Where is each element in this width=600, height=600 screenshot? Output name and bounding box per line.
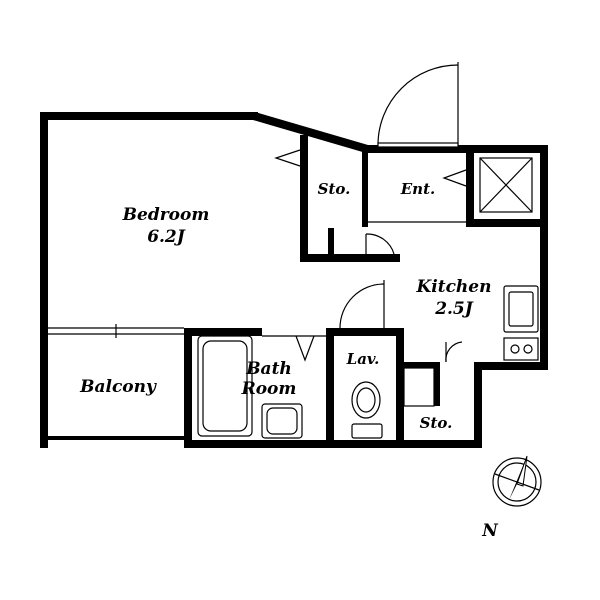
sink-icon — [503, 285, 539, 333]
walls — [40, 112, 548, 448]
bath-line2: Room — [241, 379, 297, 399]
entrance-door — [377, 62, 459, 148]
balcony-label: Balcony — [79, 377, 157, 397]
compass-north-label: N — [481, 521, 499, 541]
kitchen-name: Kitchen — [416, 277, 492, 297]
bedroom-name: Bedroom — [122, 205, 210, 225]
bath-line1: Bath — [245, 359, 292, 379]
fixtures — [48, 62, 539, 439]
shower-cross-icon — [479, 157, 533, 213]
bathtub-icon — [197, 335, 253, 437]
storage-bottom-label: Sto. — [420, 414, 453, 432]
lavatory-label: Lav. — [346, 350, 380, 368]
stove-icon — [503, 337, 539, 361]
storage-top-label: Sto. — [318, 180, 351, 198]
entrance-label: Ent. — [400, 180, 436, 198]
toilet-icon — [351, 381, 383, 439]
bedroom-size: 6.2J — [147, 227, 186, 247]
room-labels: Bedroom 6.2J Sto. Ent. Kitchen 2.5J Bath… — [79, 180, 491, 432]
washbasin-icon — [261, 403, 303, 439]
kitchen-size: 2.5J — [434, 299, 474, 319]
compass-icon: N — [481, 455, 542, 541]
